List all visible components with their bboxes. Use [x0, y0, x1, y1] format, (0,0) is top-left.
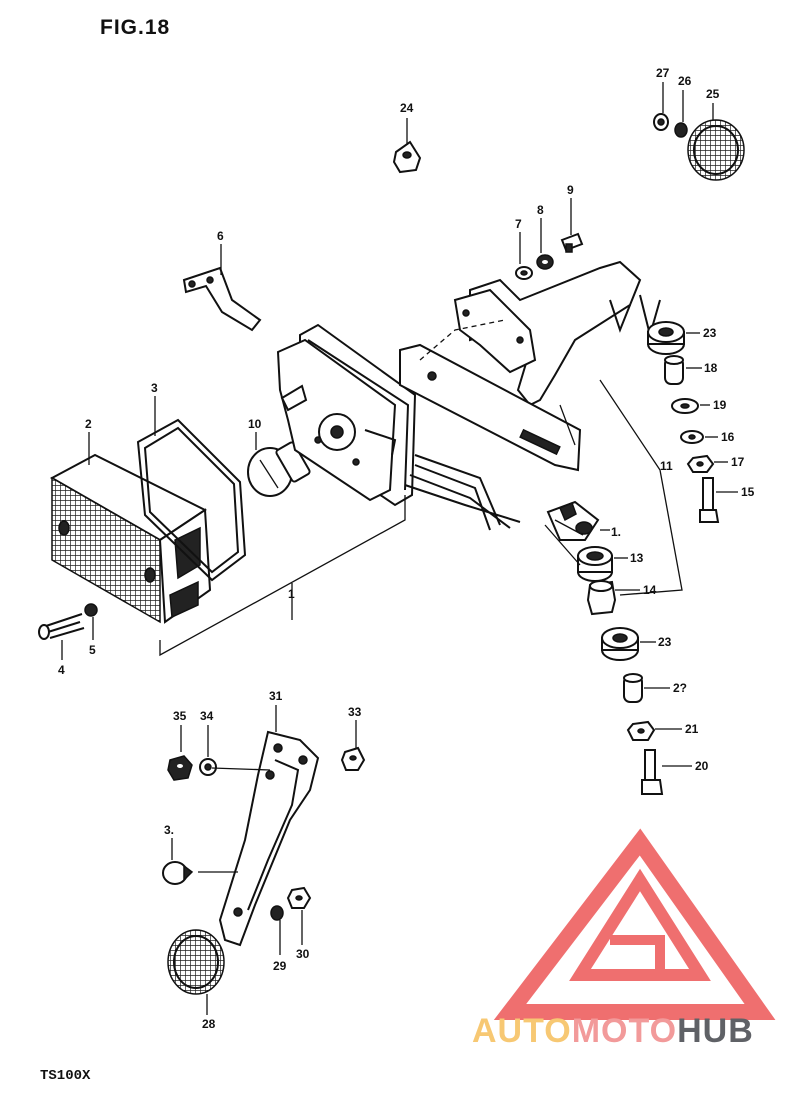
lamp-housing — [276, 323, 417, 507]
washer-16 — [680, 430, 704, 444]
screw-4 — [38, 613, 85, 640]
bracket-strip — [182, 266, 262, 332]
callout-21: 21 — [685, 722, 699, 736]
callout-14: 14 — [643, 583, 657, 597]
callout-23-lower: 23 — [658, 635, 672, 649]
callout-8: 8 — [537, 203, 544, 217]
nut-26 — [674, 122, 688, 138]
figure-title: FIG.18 — [100, 16, 171, 39]
callout-33: 33 — [348, 705, 362, 719]
nut-17 — [686, 454, 715, 473]
callout-28: 28 — [202, 1017, 216, 1031]
washer-29 — [270, 905, 284, 921]
nut-30 — [286, 886, 312, 909]
callout-4: 4 — [58, 663, 65, 677]
grommet-23-lower — [601, 627, 639, 661]
watermark-word-moto: MOTO — [571, 1012, 678, 1050]
callout-7: 7 — [515, 217, 522, 231]
reflector-28 — [167, 929, 225, 995]
lens-gasket — [136, 418, 247, 582]
callout-1-clamp: 1. — [611, 525, 621, 539]
collar-18 — [664, 355, 684, 385]
callout-30: 30 — [296, 947, 310, 961]
callout-26: 26 — [678, 74, 692, 88]
bolt-20 — [641, 749, 664, 795]
callout-11: 11 — [660, 459, 673, 473]
callout-2: 2 — [85, 417, 92, 431]
reflector-bracket-31 — [218, 730, 320, 947]
washer-19 — [671, 398, 699, 414]
callout-3-cap: 3. — [164, 823, 174, 837]
callout-34: 34 — [200, 709, 214, 723]
grommet — [577, 546, 613, 582]
callout-31: 31 — [269, 689, 283, 703]
reflector-25 — [687, 119, 745, 181]
callout-10: 10 — [248, 417, 262, 431]
tail-lamp-bulb — [247, 441, 311, 497]
callout-1: 1 — [288, 587, 295, 601]
callout-3: 3 — [151, 381, 158, 395]
washer-7 — [515, 266, 533, 280]
collar-22 — [623, 673, 643, 703]
callout-23-upper: 23 — [703, 326, 717, 340]
spacer-14 — [586, 580, 617, 616]
automotohub-watermark: AUTOMOTOHUB — [472, 1012, 754, 1051]
washer-27 — [653, 113, 669, 131]
nut-21 — [626, 720, 656, 741]
nut-35 — [167, 755, 193, 781]
nut-33 — [340, 746, 366, 771]
watermark-word-hub: HUB — [677, 1012, 754, 1050]
callout-13: 13 — [630, 551, 644, 565]
callout-18: 18 — [704, 361, 718, 375]
cable-clamp — [546, 500, 600, 541]
grommet-23-upper — [647, 321, 685, 355]
nut-8 — [536, 254, 554, 270]
callout-9: 9 — [567, 183, 574, 197]
screw-9 — [560, 232, 584, 253]
wire-harness — [404, 454, 521, 531]
callout-25: 25 — [706, 87, 720, 101]
callout-19: 19 — [713, 398, 727, 412]
callout-29: 29 — [273, 959, 287, 973]
bolt-15 — [699, 477, 720, 523]
callout-17: 17 — [731, 455, 745, 469]
callout-27: 27 — [656, 66, 670, 80]
washer-5 — [84, 603, 98, 617]
cap-3 — [162, 861, 194, 885]
callout-35: 35 — [173, 709, 187, 723]
callout-24: 24 — [400, 101, 414, 115]
callout-16: 16 — [721, 430, 735, 444]
callout-20: 20 — [695, 759, 709, 773]
leader-lines — [61, 82, 738, 1015]
callout-6: 6 — [217, 229, 224, 243]
callout-15: 15 — [741, 485, 755, 499]
fender-mount-bracket — [399, 260, 661, 472]
callout-labels: 1 1. 2 3 3. 4 5 6 7 8 9 10 11 13 14 15 1… — [58, 66, 755, 1031]
automotohub-logo — [493, 828, 776, 1020]
tail-lamp-lens — [49, 453, 212, 624]
grommet-24 — [392, 140, 422, 174]
callout-5: 5 — [89, 643, 96, 657]
model-code: TS100X — [40, 1068, 91, 1084]
callout-22: 2? — [673, 681, 687, 695]
watermark-word-auto: AUTO — [472, 1012, 572, 1050]
washer-34 — [199, 758, 217, 776]
